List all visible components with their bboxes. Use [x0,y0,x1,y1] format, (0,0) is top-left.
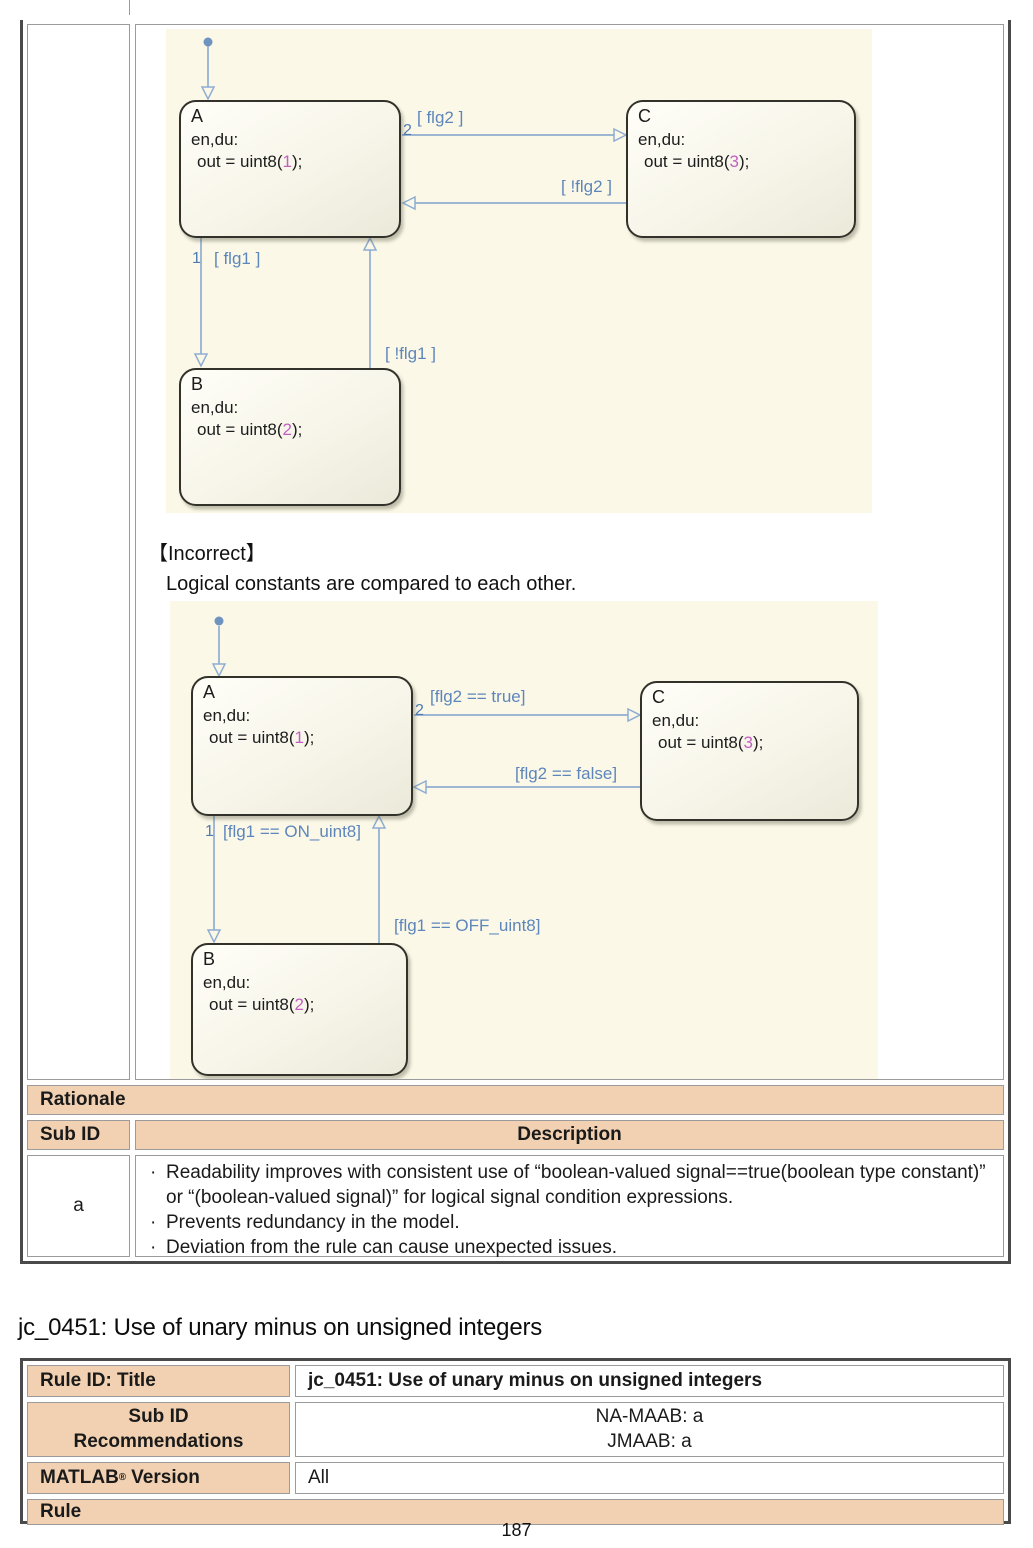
state-C: C en,du: out = uint8(3); [626,100,856,238]
rule-id-title-label: Rule ID: Title [27,1365,290,1397]
table-row-diagrams: A en,du: out = uint8(1); C en,du: out = … [27,24,1004,1080]
transition-condition-label: [ !flg1 ] [385,344,437,363]
state-B: B en,du: out = uint8(2); [179,368,401,506]
table-border-fragment [129,0,130,15]
table-row-rule-header: Rule [27,1499,1004,1525]
rationale-description-cell: · Readability improves with consistent u… [135,1155,1004,1260]
state-B: B en,du: out = uint8(2); [191,943,408,1076]
state-A: A en,du: out = uint8(1); [179,100,401,238]
arrowhead-icon [211,663,227,678]
state-name: C [638,106,651,126]
transition-condition-label: [flg1 == OFF_uint8] [394,916,541,935]
state-name: C [652,687,665,707]
initial-state-dot [214,616,224,626]
transition-order-number: 1 [192,250,201,267]
arrowhead-icon [200,86,216,101]
arrowhead-icon [613,127,628,143]
transition-condition-label: [flg2 == true] [430,687,526,706]
section-heading: jc_0451: Use of unary minus on unsigned … [18,1314,543,1341]
bullet-text: Prevents redundancy in the model. [166,1212,460,1233]
transition-condition-label: [flg2 == false] [515,764,618,783]
rationale-bullet: · Deviation from the rule can cause unex… [150,1235,993,1260]
transition-condition-label: [ !flg2 ] [561,177,613,196]
page-number: 187 [501,1520,532,1540]
transition-order-number: 2 [403,122,412,139]
bullet-icon: · [150,1237,157,1258]
incorrect-description: Logical constants are compared to each o… [166,573,577,595]
bullet-icon: · [150,1212,157,1233]
state-action-label: en,du: [191,397,239,417]
arrowhead-icon [371,814,387,829]
transition-condition-label: [ flg1 ] [214,249,261,268]
description-column-header: Description [135,1120,1004,1150]
state-name: A [191,106,204,126]
state-action-code: out = uint8(3); [644,152,750,172]
state-action-label: en,du: [191,129,239,149]
state-action-code: out = uint8(1); [209,728,315,748]
table-row-rationale-header: Rationale [27,1085,1004,1115]
incorrect-caption: 【Incorrect】 [148,543,266,565]
transition-order-number: 1 [205,823,214,840]
bullet-text: Deviation from the rule can cause unexpe… [166,1237,617,1258]
guideline-table: A en,du: out = uint8(1); C en,du: out = … [20,20,1011,1264]
arrowhead-icon [412,779,427,795]
arrowhead-icon [362,236,378,251]
sub-id-recommendations-value: NA-MAAB: a JMAAB: a [295,1402,1004,1457]
transition-condition-label: [ flg2 ] [417,108,464,127]
state-A: A en,du: out = uint8(1); [191,676,413,816]
state-name: B [203,949,216,969]
arrowhead-icon [206,929,222,944]
bullet-text: Readability improves with consistent use… [166,1162,986,1208]
table-row-sub-id-recommendations: Sub ID Recommendations NA-MAAB: a JMAAB:… [27,1402,1004,1457]
table-row-rule-id: Rule ID: Title jc_0451: Use of unary min… [27,1365,1004,1397]
state-name: A [203,682,216,702]
rationale-header: Rationale [27,1085,1004,1115]
arrowhead-icon [627,707,642,723]
rationale-bullet: · Readability improves with consistent u… [150,1160,993,1210]
matlab-version-value: All [295,1462,1004,1494]
sub-id-value: a [27,1155,130,1257]
arrowhead-icon [401,195,416,211]
state-action-label: en,du: [652,710,700,730]
state-action-code: out = uint8(1); [197,152,303,172]
initial-state-dot [203,37,213,47]
state-action-code: out = uint8(3); [658,733,764,753]
table-row-rationale-a: a · Readability improves with consistent… [27,1155,1004,1260]
stateflow-diagram-incorrect: A en,du: out = uint8(1); C en,du: out = … [170,601,878,1079]
state-action-label: en,du: [638,129,686,149]
state-C: C en,du: out = uint8(3); [640,681,859,821]
transition-condition-label: [flg1 == ON_uint8] [223,822,361,841]
state-action-code: out = uint8(2); [197,420,303,440]
sub-id-column-header: Sub ID [27,1120,130,1150]
table-row-column-headers: Sub ID Description [27,1120,1004,1150]
state-name: B [191,374,204,394]
matlab-version-label: MATLAB®Version [27,1462,290,1494]
rule-header: Rule [27,1499,1004,1525]
table-row-matlab-version: MATLAB®Version All [27,1462,1004,1494]
rationale-bullet: · Prevents redundancy in the model. [150,1210,993,1235]
state-action-label: en,du: [203,705,251,725]
stateflow-diagram-correct: A en,du: out = uint8(1); C en,du: out = … [166,29,872,513]
state-action-code: out = uint8(2); [209,995,315,1015]
sub-id-recommendations-label: Sub ID Recommendations [27,1402,290,1457]
state-action-label: en,du: [203,972,251,992]
sub-id-empty-cell [27,24,130,1080]
rule-id-title-value: jc_0451: Use of unary minus on unsigned … [295,1365,1004,1397]
bullet-icon: · [150,1162,157,1183]
rule-summary-table: Rule ID: Title jc_0451: Use of unary min… [20,1358,1011,1525]
arrowhead-icon [193,353,209,368]
transition-order-number: 2 [415,702,424,719]
description-diagram-cell: A en,du: out = uint8(1); C en,du: out = … [135,24,1004,1080]
